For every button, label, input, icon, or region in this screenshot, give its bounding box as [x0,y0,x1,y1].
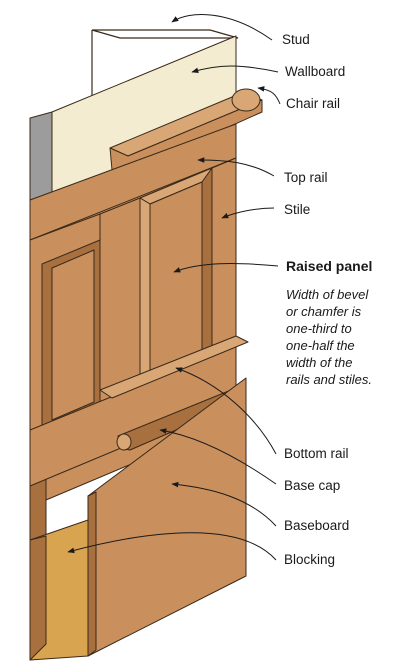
bevel-note-line: or chamfer is [286,304,362,319]
baseboard-shape [87,377,247,657]
blocking-shape [29,519,89,661]
bevel-note-line: Width of bevel [286,287,369,302]
label-blocking: Blocking [284,552,336,567]
stud-shape [91,29,239,112]
leader-blocking [67,532,277,561]
label-chair-rail: Chair rail [286,96,341,111]
label-stile: Stile [284,202,311,217]
label-bottom-rail: Bottom rail [284,446,349,461]
label-stud: Stud [282,32,310,47]
leader-stile [221,207,275,219]
bevel-note-line: rails and stiles. [286,372,372,387]
leader-stud [171,14,273,41]
leader-top-rail [197,157,275,177]
chair-rail-shape [109,88,263,173]
label-base-cap: Base cap [284,478,341,493]
leader-bottom-rail [175,367,277,455]
leader-wallboard [191,65,279,73]
bevel-note: Width of bevel or chamfer is one-third t… [286,286,398,388]
leader-baseboard [171,481,277,527]
raised-panel-left [41,239,101,433]
raised-panel-right [139,167,213,399]
label-raised-panel: Raised panel [286,258,373,274]
leader-lines [67,14,281,561]
label-top-rail: Top rail [284,170,328,185]
leader-raised-panel [173,263,279,273]
label-wallboard: Wallboard [285,64,346,79]
bevel-note-line: width of the [286,355,353,370]
leader-chair-rail [257,86,281,105]
label-baseboard: Baseboard [284,518,350,533]
leader-base-cap [159,428,277,485]
bottom-rail-shape [29,335,249,487]
bevel-note-line: one-half the [286,338,355,353]
bevel-note-line: one-third to [286,321,352,336]
